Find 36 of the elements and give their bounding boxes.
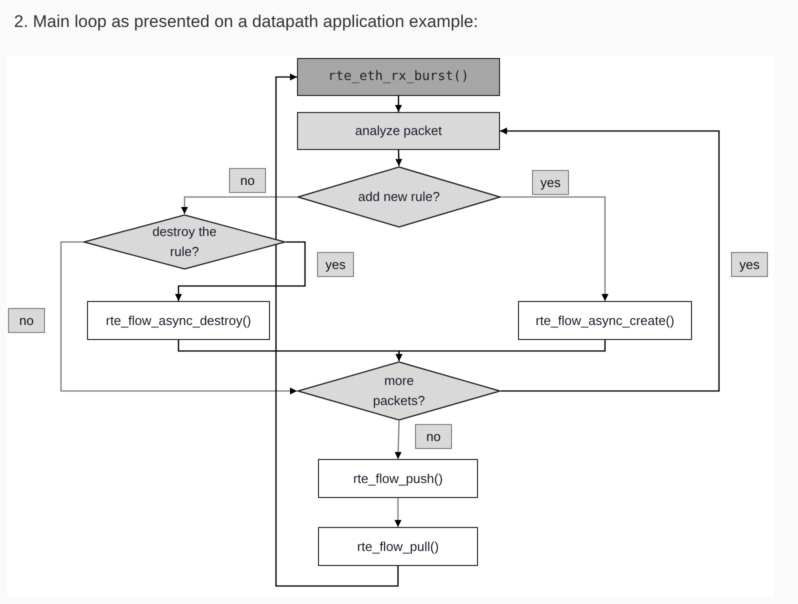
arrow — [396, 340, 606, 361]
heading: 2. Main loop as presented on a datapath application example: — [14, 11, 478, 33]
arrow — [500, 128, 720, 392]
edge-label: yes — [317, 252, 354, 277]
process-box — [318, 459, 478, 498]
arrow — [275, 74, 399, 587]
arrow — [395, 150, 402, 166]
process-box — [297, 112, 500, 150]
edge-label: yes — [532, 170, 569, 195]
node-label: destroy the rule? — [151, 223, 218, 261]
process-box — [87, 301, 270, 340]
decision-diamond — [83, 214, 286, 270]
arrow — [394, 498, 402, 527]
arrow — [501, 196, 608, 301]
node-label: add new rule? — [358, 188, 440, 206]
node-label: rte_eth_rx_burst() — [328, 68, 469, 86]
node-label: rte_flow_async_create() — [536, 312, 674, 330]
edge-label: yes — [731, 252, 768, 277]
process-box — [297, 58, 500, 96]
edge-label: no — [8, 308, 45, 333]
node-label: rte_flow_pull() — [357, 538, 439, 556]
node-label: rte_flow_push() — [353, 470, 443, 488]
arrow — [395, 96, 402, 112]
process-box — [518, 301, 692, 340]
arrow — [60, 241, 297, 394]
node-label: more packets? — [372, 372, 426, 410]
process-box — [318, 527, 478, 566]
edge-label: no — [415, 424, 452, 449]
decision-diamond — [297, 361, 501, 421]
edge-label: no — [229, 168, 266, 193]
arrow — [394, 420, 402, 460]
node-label: analyze packet — [355, 122, 442, 140]
node-label: rte_flow_async_destroy() — [106, 312, 252, 330]
arrow — [175, 241, 306, 301]
decision-diamond — [297, 166, 501, 228]
arrow — [181, 196, 297, 214]
